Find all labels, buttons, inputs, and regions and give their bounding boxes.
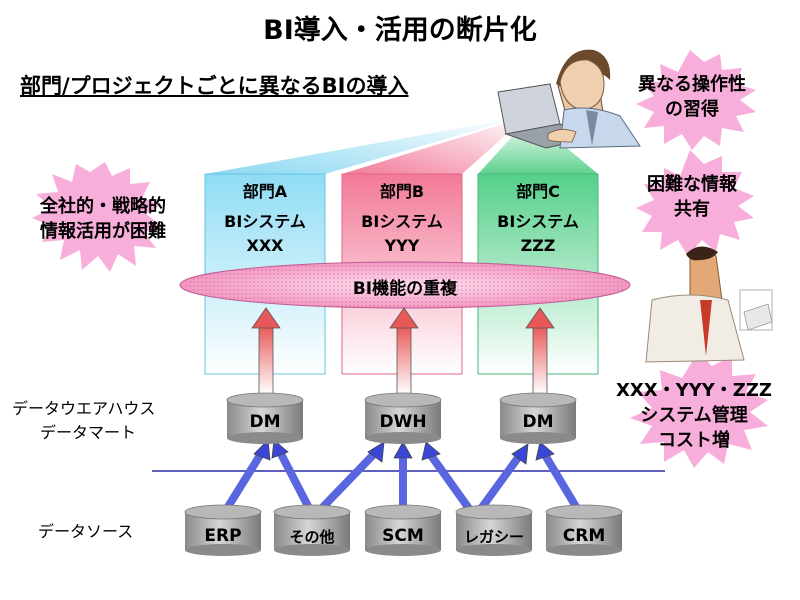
system-c-name: BIシステム [497, 212, 579, 231]
callout-right-top-line-2: の習得 [665, 99, 719, 120]
source-layer-label: データソース [38, 522, 134, 541]
source-label-legacy: レガシー [463, 528, 524, 546]
overlap-oval-texture [180, 262, 630, 308]
system-b-code: YYY [384, 236, 420, 255]
callout-left-line-1: 全社的・戦略的 [40, 196, 166, 217]
system-a-code: XXX [246, 236, 284, 255]
beam-a [205, 117, 522, 174]
callout-right-top-line-1: 異なる操作性 [638, 74, 746, 95]
system-c-label: 部門C BIシステム ZZZ [478, 180, 598, 258]
system-a-label: 部門A BIシステム XXX [205, 180, 325, 258]
mart-label-3: DM [522, 412, 554, 432]
warehouse-layer-label: データウエアハウス データマート [12, 397, 155, 445]
warehouse-layer-line-1: データウエアハウス [12, 399, 156, 418]
user-laptop-illustration [497, 49, 641, 149]
source-label-crm: CRM [562, 526, 606, 546]
callout-left: 全社的・戦略的 情報活用が困難 [28, 194, 178, 244]
cylinder-dm-c [499, 392, 577, 444]
source-arrows [222, 439, 582, 513]
source-label-other: その他 [289, 528, 335, 546]
source-label-erp: ERP [204, 526, 242, 546]
cylinder-dwh [364, 392, 442, 444]
manager-illustration [645, 246, 773, 363]
upward-arrow-a [251, 307, 281, 395]
callout-right-middle-line-2: 共有 [674, 199, 710, 220]
callout-left-line-2: 情報活用が困難 [40, 221, 166, 242]
callout-right-bottom-line-3: コスト増 [658, 430, 730, 451]
system-c-code: ZZZ [520, 236, 556, 255]
system-c-dept: 部門C [516, 182, 560, 201]
burst-right-top [636, 50, 756, 150]
mart-label-1: DM [249, 412, 281, 432]
system-b-label: 部門B BIシステム YYY [342, 180, 462, 258]
overlap-label: BI機能の重複 [352, 279, 458, 299]
cylinder-dm-a [226, 392, 304, 444]
page-title: BI導入・活用の断片化 [263, 15, 537, 46]
burst-left [32, 162, 164, 272]
burst-right-middle [636, 150, 754, 256]
system-b-name: BIシステム [361, 212, 443, 231]
mart-label-2: DWH [379, 412, 427, 432]
callout-right-bottom-line-2: システム管理 [640, 405, 748, 426]
callout-right-middle-line-1: 困難な情報 [647, 174, 737, 195]
source-label-scm: SCM [382, 526, 424, 546]
beam-b [342, 117, 526, 174]
system-a-dept: 部門A [242, 182, 288, 201]
source-cylinders [184, 504, 623, 556]
system-a-name: BIシステム [224, 212, 306, 231]
upward-arrow-b [389, 307, 419, 395]
callout-right-middle: 困難な情報 共有 [622, 172, 762, 222]
callout-right-bottom-line-1: XXX・YYY・ZZZ [616, 380, 772, 401]
callout-right-bottom: XXX・YYY・ZZZ システム管理 コスト増 [614, 378, 774, 453]
warehouse-layer-line-2: データマート [40, 423, 137, 442]
burst-right-bottom [630, 352, 768, 468]
page-subtitle: 部門/プロジェクトごとに異なるBIの導入 [20, 74, 409, 98]
system-b-dept: 部門B [379, 182, 425, 201]
callout-right-top: 異なる操作性 の習得 [622, 72, 762, 122]
